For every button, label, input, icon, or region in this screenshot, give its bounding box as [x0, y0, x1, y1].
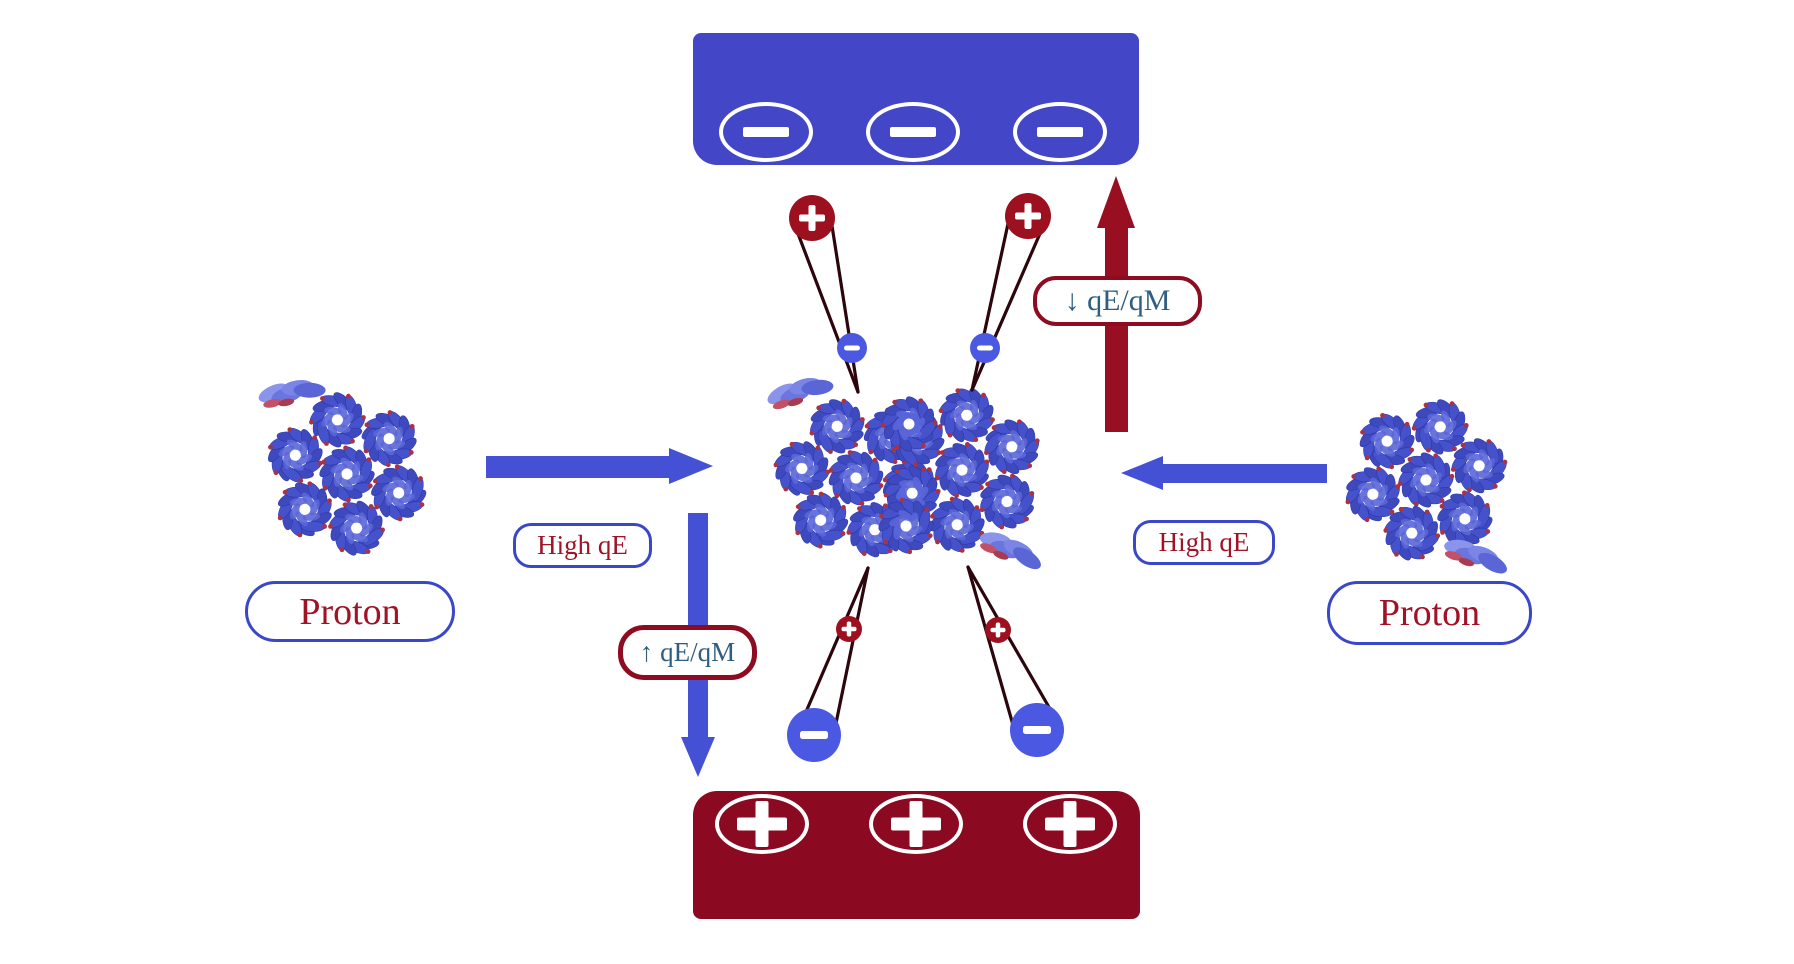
proton-label-right: Proton [1327, 581, 1532, 645]
arrow-head-icon [1121, 456, 1163, 490]
charge-icons [787, 193, 1064, 762]
molecule-side-view [979, 532, 1041, 570]
high-qe-label-right: High qE [1133, 520, 1275, 565]
minus-terminal [719, 102, 813, 162]
negative-electrode [693, 33, 1139, 165]
positive-electrode-terminals [715, 794, 1117, 854]
qe-qm-increase-label: ↑ qE/qM [618, 625, 757, 680]
high-qe-text: High qE [1158, 527, 1250, 557]
tether-line [970, 208, 1013, 392]
molecule-side-view [767, 377, 834, 410]
high-qe-text: High qE [537, 530, 628, 560]
minus-symbol-icon [890, 127, 936, 137]
plus-symbol-icon [909, 801, 923, 847]
qe-qm-increase-text: ↑ qE/qM [639, 637, 736, 667]
minus-charge-icon [970, 333, 1000, 363]
plus-symbol-icon [755, 801, 769, 847]
plus-terminal [1023, 794, 1117, 854]
qe-qm-decrease-text: ↓ qE/qM [1064, 284, 1171, 317]
minus-terminal [1013, 102, 1107, 162]
proton-text: Proton [1378, 592, 1481, 634]
minus-charge-icon [787, 708, 841, 762]
tether-line [833, 566, 870, 730]
arrow-shaft [1163, 464, 1327, 483]
arrow-head-icon [1097, 176, 1135, 228]
tether-line [792, 221, 860, 394]
arrow-head-icon [681, 737, 715, 777]
minus-terminal [866, 102, 960, 162]
high-qe-label-left: High qE [513, 523, 652, 568]
minus-charge-icon [837, 333, 867, 363]
plus-terminal [715, 794, 809, 854]
proton-molecule-left [258, 380, 427, 556]
minus-symbol-icon [743, 127, 789, 137]
minus-charge-icon [1010, 703, 1064, 757]
tether-line [966, 565, 1019, 741]
assembled-molecule-center [767, 377, 1041, 570]
proton-flux-arrow-left [486, 448, 716, 484]
tether-line [966, 565, 1059, 723]
charge-tethers [791, 208, 1059, 744]
molecule-side-view [258, 380, 326, 408]
proton-molecule-right [1345, 399, 1508, 574]
plus-terminal [869, 794, 963, 854]
negative-electrode-terminals [719, 102, 1107, 162]
proton-label-left: Proton [245, 581, 455, 642]
proton-text: Proton [299, 590, 401, 633]
plus-charge-icon [789, 195, 835, 241]
proton-flux-arrow-right [1121, 456, 1331, 490]
arrow-head-icon [669, 448, 713, 484]
plus-symbol-icon [1063, 801, 1077, 847]
plus-charge-icon [985, 617, 1011, 643]
plus-charge-icon [836, 616, 862, 642]
tether-line [828, 211, 860, 394]
positive-electrode [693, 791, 1140, 919]
minus-symbol-icon [1037, 127, 1083, 137]
plus-charge-icon [1005, 193, 1051, 239]
molecule-side-view [1444, 539, 1507, 574]
arrow-shaft [486, 456, 669, 478]
qe-qm-decrease-label: ↓ qE/qM [1033, 276, 1202, 326]
